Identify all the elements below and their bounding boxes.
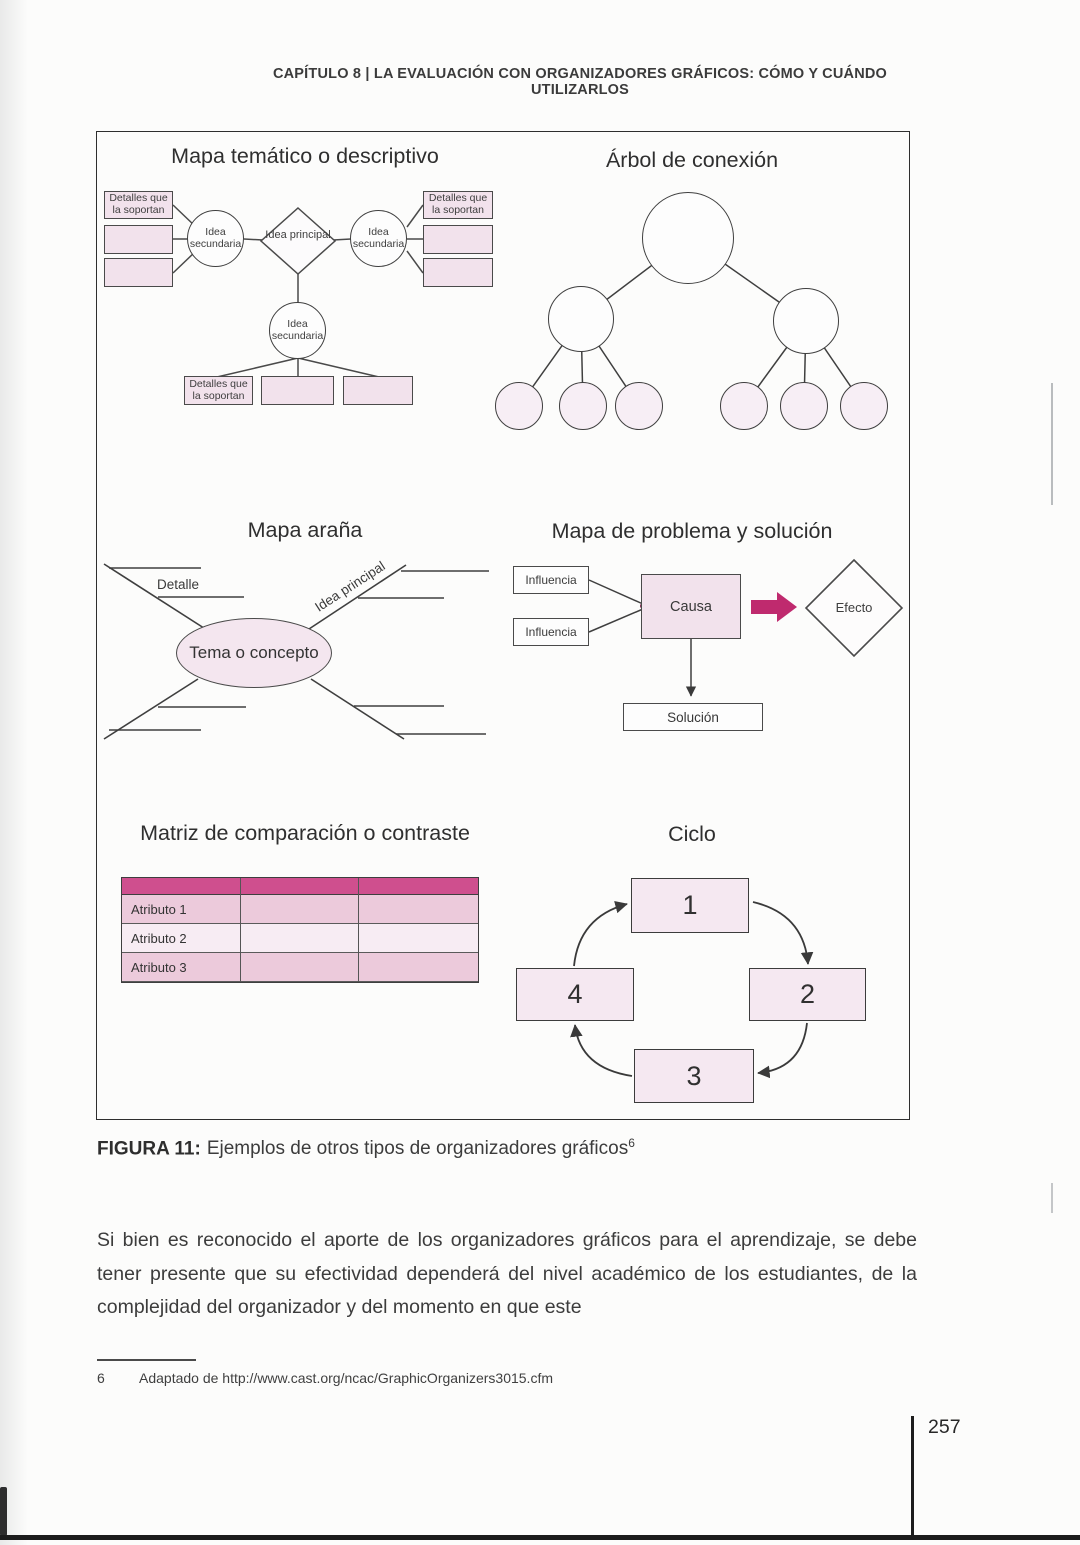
idea-secundaria-label: Idea secundaria	[352, 225, 405, 250]
ciclo-arrows	[570, 900, 814, 1079]
arbol-branch-circle-left	[548, 286, 614, 352]
detail-label: Detalles que la soportan	[109, 192, 168, 216]
solucion-box: Solución	[623, 703, 763, 731]
body-paragraph: Si bien es reconocido el aporte de los o…	[97, 1229, 917, 1319]
detail-label: Detalles que la soportan	[189, 377, 248, 402]
page-number: 257	[928, 1416, 961, 1438]
arana-title: Mapa araña	[247, 518, 363, 542]
figure-diagram-lines	[103, 204, 904, 1079]
figure-caption-label: FIGURA 11:	[97, 1138, 201, 1160]
cycle-step-1: 1	[631, 878, 749, 933]
arbol-leaf-circle	[495, 382, 543, 430]
arbol-leaf-circle	[840, 382, 888, 430]
matrix-row-label: Atributo 3	[131, 959, 187, 975]
cycle-step-number: 1	[682, 890, 698, 920]
footnote-reference: 6	[628, 1136, 635, 1150]
tematico-detail-box-left-3	[104, 258, 173, 287]
tematico-title: Mapa temático o descriptivo	[171, 144, 439, 168]
idea-secundaria-circle-left: Idea secundaria	[187, 210, 244, 267]
cycle-step-4: 4	[516, 968, 634, 1021]
idea-principal-diamond	[259, 206, 337, 276]
tematico-detail-box-right-2	[423, 225, 493, 254]
influencia-label: Influencia	[525, 573, 577, 587]
influencia-label: Influencia	[525, 625, 577, 639]
arana-lines	[103, 563, 489, 740]
matrix-row: Atributo 3	[122, 953, 478, 982]
influencia-box-2: Influencia	[513, 618, 589, 646]
solucion-label: Solución	[667, 709, 719, 725]
influencia-box-1: Influencia	[513, 566, 589, 594]
figure-caption: FIGURA 11:Ejemplos de otros tipos de org…	[97, 1136, 917, 1160]
idea-secundaria-label: Idea secundaria	[271, 317, 324, 342]
tematico-detail-box-right-1: Detalles que la soportan	[423, 191, 493, 219]
idea-secundaria-label: Idea secundaria	[189, 225, 242, 250]
matrix-row: Atributo 1	[122, 895, 478, 924]
tematico-detail-box-left-1: Detalles que la soportan	[104, 191, 173, 219]
figure-11-frame: Mapa temático o descriptivo Detalles que…	[96, 131, 910, 1120]
ciclo-title: Ciclo	[668, 822, 716, 846]
tema-ellipse: Tema o concepto	[176, 618, 332, 688]
scan-corner-mark	[0, 1487, 7, 1536]
page-number-rule	[911, 1416, 914, 1537]
detail-label: Detalles que la soportan	[428, 192, 488, 216]
matrix-row: Atributo 2	[122, 924, 478, 953]
running-header: CAPÍTULO 8 | LA EVALUACIÓN CON ORGANIZAD…	[272, 66, 888, 98]
tematico-detail-box-bottom-3	[343, 376, 413, 405]
idea-secundaria-circle-right: Idea secundaria	[350, 210, 407, 267]
tema-label: Tema o concepto	[189, 643, 319, 662]
arbol-branch-circle-right	[773, 288, 839, 354]
scan-artifact-line	[1051, 383, 1053, 505]
matrix-row-label: Atributo 2	[131, 930, 187, 946]
tematico-detail-box-bottom-2	[261, 376, 334, 405]
idea-principal-label: Idea principal	[265, 229, 331, 241]
scan-artifact-line	[1051, 1183, 1053, 1213]
cycle-step-number: 2	[799, 979, 816, 1009]
problema-connectors	[588, 579, 697, 697]
causa-label: Causa	[670, 598, 712, 615]
page-gutter-shadow	[0, 0, 28, 1545]
figure-caption-text: Ejemplos de otros tipos de organizadores…	[206, 1138, 629, 1160]
cycle-step-2: 2	[749, 968, 866, 1021]
matrix-row-label: Atributo 1	[131, 901, 187, 917]
comparison-matrix: Atributo 1 Atributo 2 Atributo 3	[121, 877, 479, 983]
cycle-step-3: 3	[634, 1049, 754, 1103]
tematico-detail-box-right-3	[423, 258, 493, 287]
arbol-leaf-circle	[780, 382, 828, 430]
matrix-column-divider	[240, 878, 242, 982]
arbol-leaf-circle	[615, 382, 663, 430]
footnote-rule	[97, 1359, 196, 1361]
footnote-number: 6	[97, 1370, 105, 1386]
arbol-title: Árbol de conexión	[605, 148, 779, 172]
efecto-diamond	[804, 558, 904, 658]
cause-effect-arrow	[751, 592, 797, 622]
detalle-label: Detalle	[157, 577, 200, 592]
cycle-step-number: 4	[567, 979, 583, 1009]
matriz-title: Matriz de comparación o contraste	[140, 821, 470, 845]
footnote-text: Adaptado de http://www.cast.org/ncac/Gra…	[139, 1370, 553, 1386]
tematico-detail-box-left-2	[104, 225, 173, 254]
arbol-leaf-circle	[720, 382, 768, 430]
cycle-step-number: 3	[686, 1060, 702, 1091]
tematico-detail-box-bottom-1: Detalles que la soportan	[184, 376, 253, 405]
scan-bottom-edge	[0, 1535, 1080, 1540]
arbol-leaf-circle	[559, 382, 607, 430]
matrix-column-divider	[358, 878, 360, 982]
problema-title: Mapa de problema y solución	[551, 519, 833, 543]
matrix-header-row	[122, 878, 478, 895]
arbol-root-circle	[642, 192, 734, 284]
idea-secundaria-circle-bottom: Idea secundaria	[269, 302, 326, 359]
tematico-connectors	[172, 204, 424, 378]
efecto-label: Efecto	[835, 600, 873, 615]
causa-box: Causa	[641, 574, 741, 639]
